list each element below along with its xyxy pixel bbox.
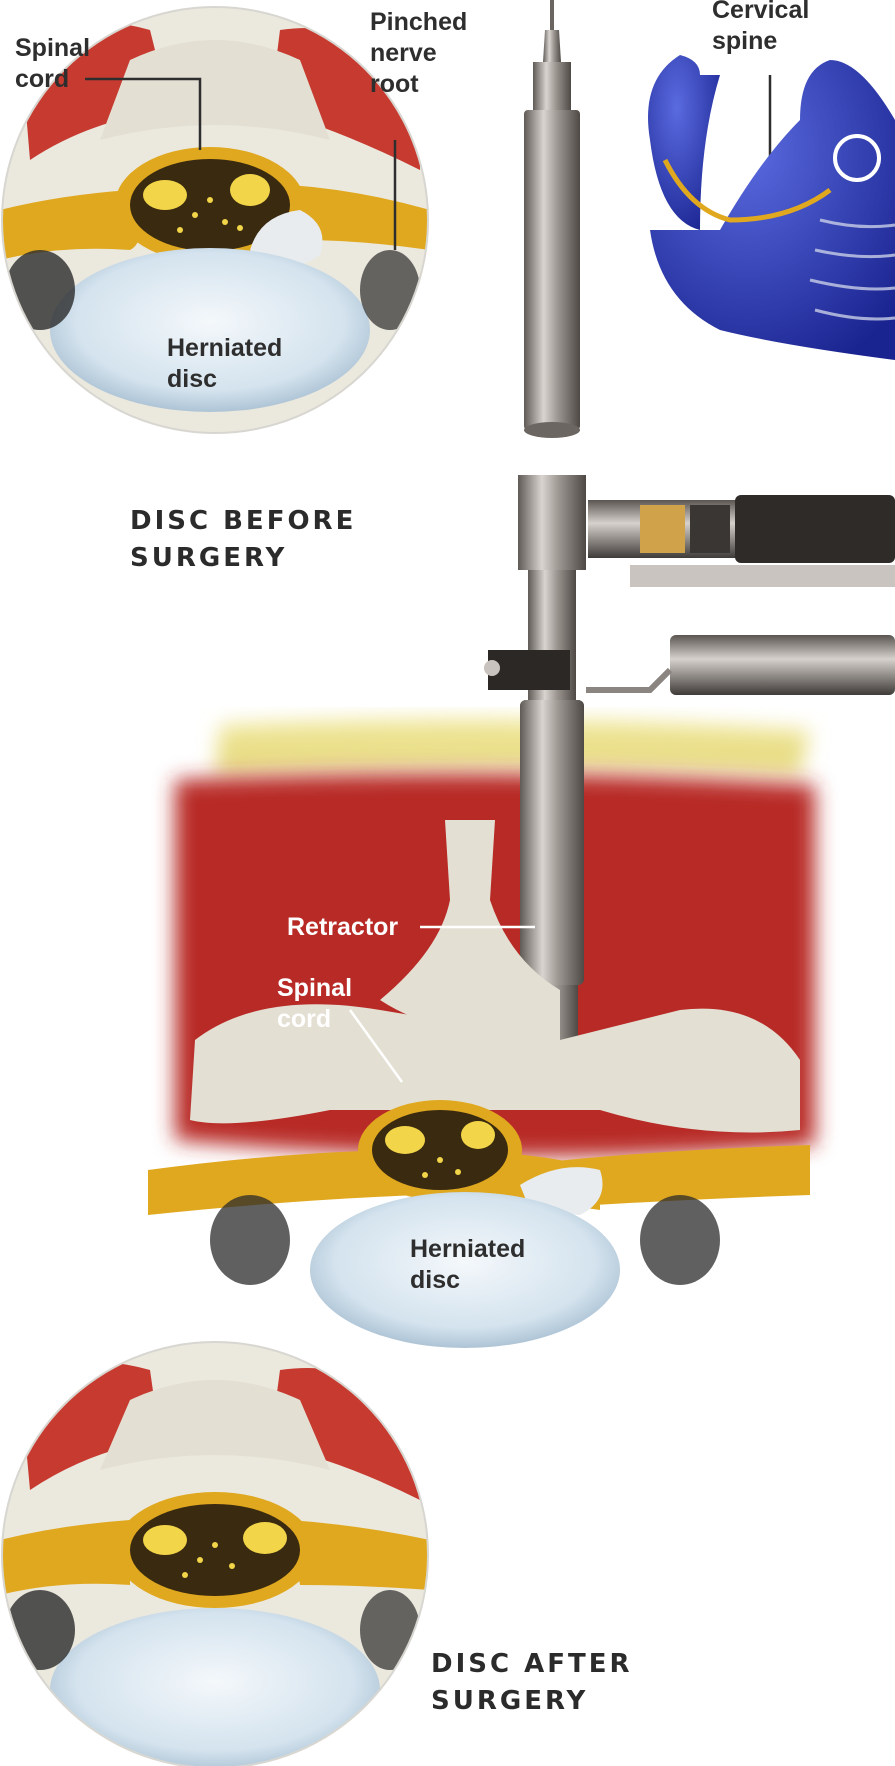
label-herniated-disc-mid: Herniated disc (410, 1234, 525, 1296)
caption-disc-before-surgery: DISC BEFORE SURGERY (130, 503, 356, 577)
disc-after-surgery-view (0, 1340, 430, 1766)
instrument-coupler (518, 475, 586, 570)
caption-disc-after-surgery: DISC AFTER SURGERY (431, 1646, 633, 1720)
label-cervical-spine: Cervical spine (712, 0, 809, 57)
label-pinched-nerve-root: Pinched nerve root (370, 7, 467, 100)
side-light-arm (670, 635, 895, 695)
camera-body (735, 495, 895, 563)
label-spinal-cord-mid: Spinal cord (277, 973, 352, 1035)
raised-hand (648, 55, 720, 230)
label-spinal-cord-top: Spinal cord (15, 33, 90, 95)
cervical-locator-figure (648, 55, 895, 360)
label-retractor: Retractor (287, 912, 398, 943)
instrument-upper-tube (524, 110, 580, 430)
repaired-disc (50, 1608, 380, 1766)
instrument-tip (543, 30, 561, 62)
label-herniated-disc-top: Herniated disc (167, 333, 282, 395)
fat-layer (215, 719, 810, 775)
